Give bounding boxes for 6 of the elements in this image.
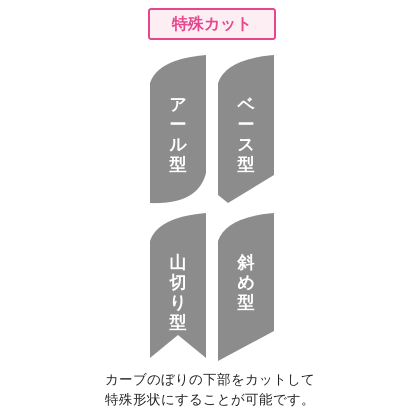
flag-label: 山切り型	[169, 253, 187, 333]
flag-label: アール型	[169, 95, 187, 175]
caption-text: カーブのぼりの下部をカットして特殊形状にすることが可能です。	[104, 371, 316, 410]
flag-label: 斜め型	[237, 253, 255, 313]
title-label: 特殊カット	[148, 8, 276, 40]
flag-label: ベース型	[237, 95, 255, 175]
